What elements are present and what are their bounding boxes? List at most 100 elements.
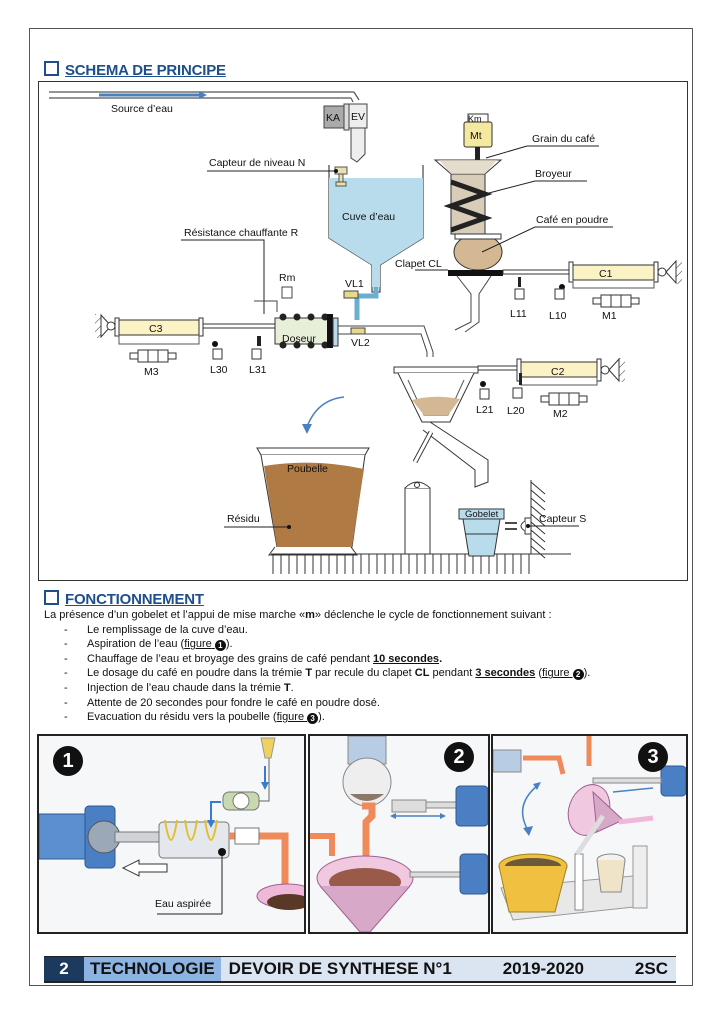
capteur-s	[505, 517, 579, 535]
step-text: .	[290, 681, 294, 694]
label-capteur-s: Capteur S	[539, 513, 586, 525]
grinder-broyeur	[433, 159, 503, 271]
label-ev: EV	[351, 111, 365, 123]
label-clapet: Clapet CL	[395, 258, 442, 270]
label-mt: Mt	[470, 130, 482, 142]
limit-switch-l11	[514, 277, 525, 300]
doseur	[274, 313, 339, 349]
page-frame	[29, 28, 693, 986]
exam-title: DEVOIR DE SYNTHESE N°1	[228, 959, 452, 978]
distributor-m1	[572, 280, 655, 308]
electrovalve-ev	[323, 103, 368, 163]
figure-label: figure	[184, 638, 212, 651]
step-item: -Le dosage du café en poudre dans la tré…	[44, 666, 684, 681]
cylinder-c2	[516, 357, 625, 383]
figure-link-2[interactable]: figure 2	[542, 667, 584, 681]
label-rm: Rm	[279, 272, 296, 284]
step-item: -Evacuation du résidu vers la poubelle (…	[44, 710, 684, 725]
schema-title-text: SCHEMA DE PRINCIPE	[65, 62, 226, 79]
figure-link-3[interactable]: figure 3	[276, 711, 319, 725]
label-l20: L20	[507, 405, 525, 417]
step-text: Le remplissage de la cuve d’eau.	[87, 623, 248, 636]
step-text: par recule du clapet	[312, 667, 415, 680]
dash: -	[64, 667, 68, 680]
figure-1: 1 Eau aspirée	[37, 734, 306, 934]
label-km: Km	[468, 114, 482, 124]
step-text: (	[535, 667, 542, 680]
figure-3-badge: 3	[638, 742, 668, 772]
wall-tick	[530, 481, 546, 495]
subject-label: TECHNOLOGIE	[84, 957, 221, 981]
intro-bold-m: m	[305, 609, 315, 621]
steps-list: -Le remplissage de la cuve d’eau. -Aspir…	[44, 623, 684, 725]
figure-number-badge: 3	[307, 713, 319, 725]
wall-tick	[530, 537, 546, 551]
step-text: Chauffage de l’eau et broyage des grains…	[87, 652, 374, 665]
figure-1-caption: Eau aspirée	[155, 898, 212, 910]
step-text: .	[439, 652, 443, 665]
page-number: 2	[44, 957, 84, 981]
checkbox-square-icon	[44, 590, 59, 605]
figure-3: 3	[491, 734, 688, 934]
tremie-t	[393, 366, 489, 555]
cylinder-c3	[95, 313, 276, 339]
cylinder-c1	[568, 259, 682, 285]
step-bold: T	[305, 667, 313, 680]
step-item: -Chauffage de l’eau et broyage des grain…	[44, 652, 684, 667]
limit-switch-l31	[251, 336, 262, 360]
step-item: - Le remplissage de la cuve d’eau.	[44, 623, 684, 638]
figure-number-badge: 1	[214, 640, 226, 652]
label-residu: Résidu	[227, 513, 260, 525]
label-capteur-niveau: Capteur de niveau N	[209, 157, 305, 169]
label-m1: M1	[602, 310, 617, 322]
label-l31: L31	[249, 364, 267, 376]
label-m3: M3	[144, 366, 159, 378]
wall-tick	[530, 513, 546, 527]
figure-2-illustration	[310, 736, 488, 932]
label-vl2: VL2	[351, 337, 370, 349]
figure-2: 2	[308, 734, 490, 934]
label-c1: C1	[599, 268, 613, 280]
label-broyeur: Broyeur	[535, 168, 572, 180]
step-text: Injection de l’eau chaude dans la trémie	[87, 681, 284, 694]
step-text: ).	[318, 711, 325, 724]
figure-3-illustration	[493, 736, 686, 921]
valve-vl1	[343, 290, 359, 299]
distributor-m2	[520, 377, 598, 406]
wall-tick	[530, 529, 546, 543]
figure-label: figure	[542, 667, 570, 680]
label-gobelet: Gobelet	[465, 509, 499, 520]
wall-tick	[530, 545, 546, 559]
limit-switch-l20	[512, 373, 523, 399]
label-source-eau: Source d’eau	[111, 103, 173, 115]
figure-1-badge: 1	[53, 746, 83, 776]
step-text: Attente de 20 secondes pour fondre le ca…	[87, 696, 380, 709]
wall-hatch	[530, 481, 546, 559]
dash: -	[64, 681, 68, 694]
figure-label: figure	[276, 711, 305, 724]
clapet-cl	[448, 270, 503, 276]
fonctionnement-title-text: FONCTIONNEMENT	[65, 591, 204, 608]
wall-tick	[530, 505, 546, 519]
wall-tick	[530, 489, 546, 503]
level-sensor-n	[207, 166, 348, 187]
dash: -	[64, 623, 68, 636]
ground-hatch	[272, 554, 530, 574]
label-l11: L11	[510, 308, 527, 320]
label-poubelle: Poubelle	[287, 463, 328, 475]
dash: -	[64, 696, 68, 709]
step-text: Evacuation du résidu vers la poubelle (	[87, 711, 277, 724]
label-vl1: VL1	[345, 278, 364, 290]
figure-link-1[interactable]: figure 1	[184, 638, 226, 652]
label-m2: M2	[553, 408, 568, 420]
footer-info: DEVOIR DE SYNTHESE N°1 2019-2020 2SC	[220, 957, 676, 981]
intro-text: La présence d’un gobelet et l’appui de m…	[44, 609, 306, 621]
page-footer: 2 TECHNOLOGIE DEVOIR DE SYNTHESE N°1 201…	[44, 956, 676, 983]
label-cafe-poudre: Café en poudre	[536, 214, 609, 226]
intro-paragraph: La présence d’un gobelet et l’appui de m…	[44, 608, 684, 623]
step-item: - Injection de l’eau chaude dans la trémi…	[44, 681, 684, 696]
figure-number-badge: 2	[572, 669, 584, 681]
dash: -	[64, 638, 68, 651]
gobelet	[458, 508, 505, 557]
step-text: ).	[583, 667, 591, 680]
